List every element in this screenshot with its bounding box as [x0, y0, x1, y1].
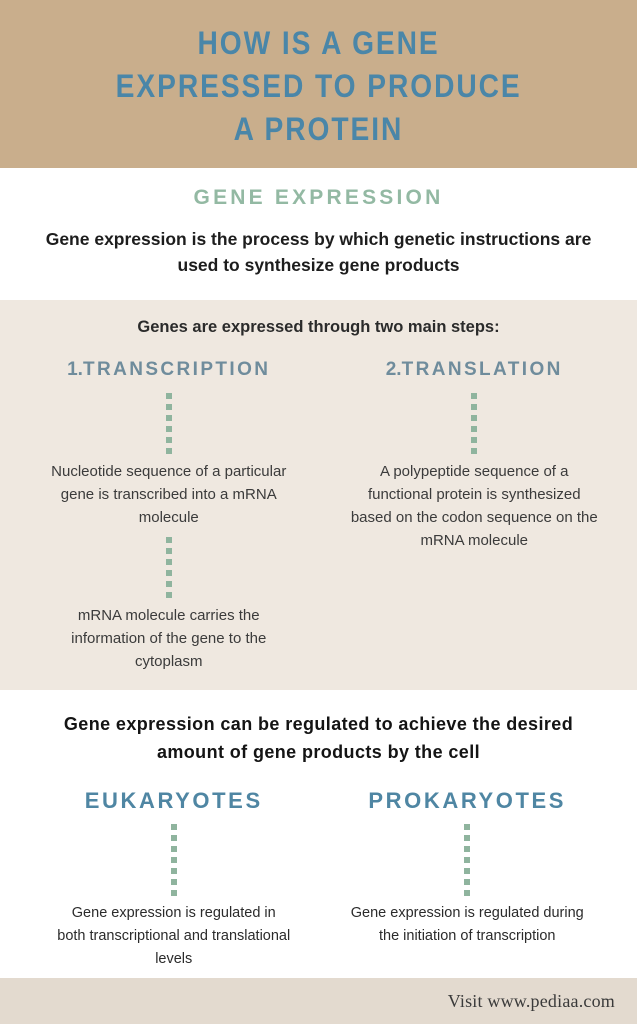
connector-dot — [170, 868, 177, 874]
connector-dot — [165, 537, 172, 543]
step-text-translation-1: A polypeptide sequence of a functional p… — [350, 463, 598, 549]
connector-dot — [165, 570, 172, 576]
connector-dot — [165, 559, 172, 565]
connector-dot — [165, 581, 172, 587]
connector-dot — [471, 437, 478, 443]
connector-dot — [165, 426, 172, 432]
step-number-2: 2. — [385, 359, 402, 380]
steps-lead-text: Genes are expressed through two main ste… — [137, 318, 500, 336]
connector-dot — [464, 879, 471, 885]
footer-bar: Visit www.pediaa.com — [0, 978, 637, 1024]
step-text-transcription-2: mRNA molecule carries the information of… — [71, 607, 267, 670]
connector-dot — [165, 415, 172, 421]
steps-section: Genes are expressed through two main ste… — [0, 300, 637, 690]
dotted-connector-icon — [165, 537, 172, 598]
regulation-heading-eukaryotes: EUKARYOTES — [84, 788, 263, 813]
connector-dot — [471, 415, 478, 421]
dotted-connector-icon — [170, 824, 177, 896]
connector-dot — [165, 448, 172, 454]
step-heading-translation: 2.TRANSLATION — [386, 359, 563, 381]
step-number-1: 1. — [67, 359, 83, 380]
connector-dot — [165, 548, 172, 554]
step-column-translation: 2.TRANSLATION A polypeptide sequence of … — [316, 359, 622, 552]
page-title-line-3: A PROTEIN — [233, 111, 404, 147]
regulation-columns: EUKARYOTES Gene expression is regulated … — [30, 788, 607, 971]
gene-expression-heading: GENE EXPRESSION — [193, 186, 444, 209]
regulation-text-prokaryotes: Gene expression is regulated during the … — [350, 905, 584, 944]
page-title-line-2: EXPRESSED TO PRODUCE — [115, 68, 522, 104]
dotted-connector-icon — [464, 824, 471, 896]
connector-dot — [165, 393, 172, 399]
step-label-translation: TRANSLATION — [401, 359, 563, 380]
page-title-line-1: HOW IS A GENE — [197, 25, 440, 61]
regulation-column-prokaryotes: PROKARYOTES Gene expression is regulated… — [314, 788, 608, 948]
step-text-transcription-1: Nucleotide sequence of a particular gene… — [51, 463, 287, 526]
regulation-text-eukaryotes: Gene expression is regulated in both tra… — [57, 905, 291, 967]
connector-dot — [170, 835, 177, 841]
connector-dot — [471, 426, 478, 432]
connector-dot — [170, 890, 177, 896]
connector-dot — [464, 835, 471, 841]
connector-dot — [464, 868, 471, 874]
connector-dot — [170, 846, 177, 852]
connector-dot — [165, 437, 172, 443]
regulation-lead-text: Gene expression can be regulated to achi… — [63, 714, 574, 762]
connector-dot — [471, 404, 478, 410]
connector-dot — [464, 890, 471, 896]
regulation-column-eukaryotes: EUKARYOTES Gene expression is regulated … — [30, 788, 314, 971]
connector-dot — [464, 824, 471, 830]
step-label-transcription: TRANSCRIPTION — [82, 359, 271, 380]
regulation-section: Gene expression can be regulated to achi… — [0, 690, 637, 978]
connector-dot — [464, 846, 471, 852]
connector-dot — [170, 824, 177, 830]
regulation-heading-prokaryotes: PROKARYOTES — [368, 788, 567, 813]
header-banner: HOW IS A GENE EXPRESSED TO PRODUCE A PRO… — [0, 0, 637, 168]
steps-columns: 1.TRANSCRIPTION Nucleotide sequence of a… — [16, 359, 621, 673]
connector-dot — [165, 592, 172, 598]
connector-dot — [464, 857, 471, 863]
gene-expression-section: GENE EXPRESSION Gene expression is the p… — [0, 168, 637, 300]
connector-dot — [170, 879, 177, 885]
connector-dot — [471, 393, 478, 399]
step-heading-transcription: 1.TRANSCRIPTION — [67, 359, 270, 381]
step-column-transcription: 1.TRANSCRIPTION Nucleotide sequence of a… — [16, 359, 316, 673]
gene-expression-description: Gene expression is the process by which … — [45, 229, 592, 275]
dotted-connector-icon — [165, 393, 172, 454]
footer-website-text: Visit www.pediaa.com — [447, 990, 615, 1011]
dotted-connector-icon — [471, 393, 478, 454]
connector-dot — [165, 404, 172, 410]
connector-dot — [170, 857, 177, 863]
connector-dot — [471, 448, 478, 454]
